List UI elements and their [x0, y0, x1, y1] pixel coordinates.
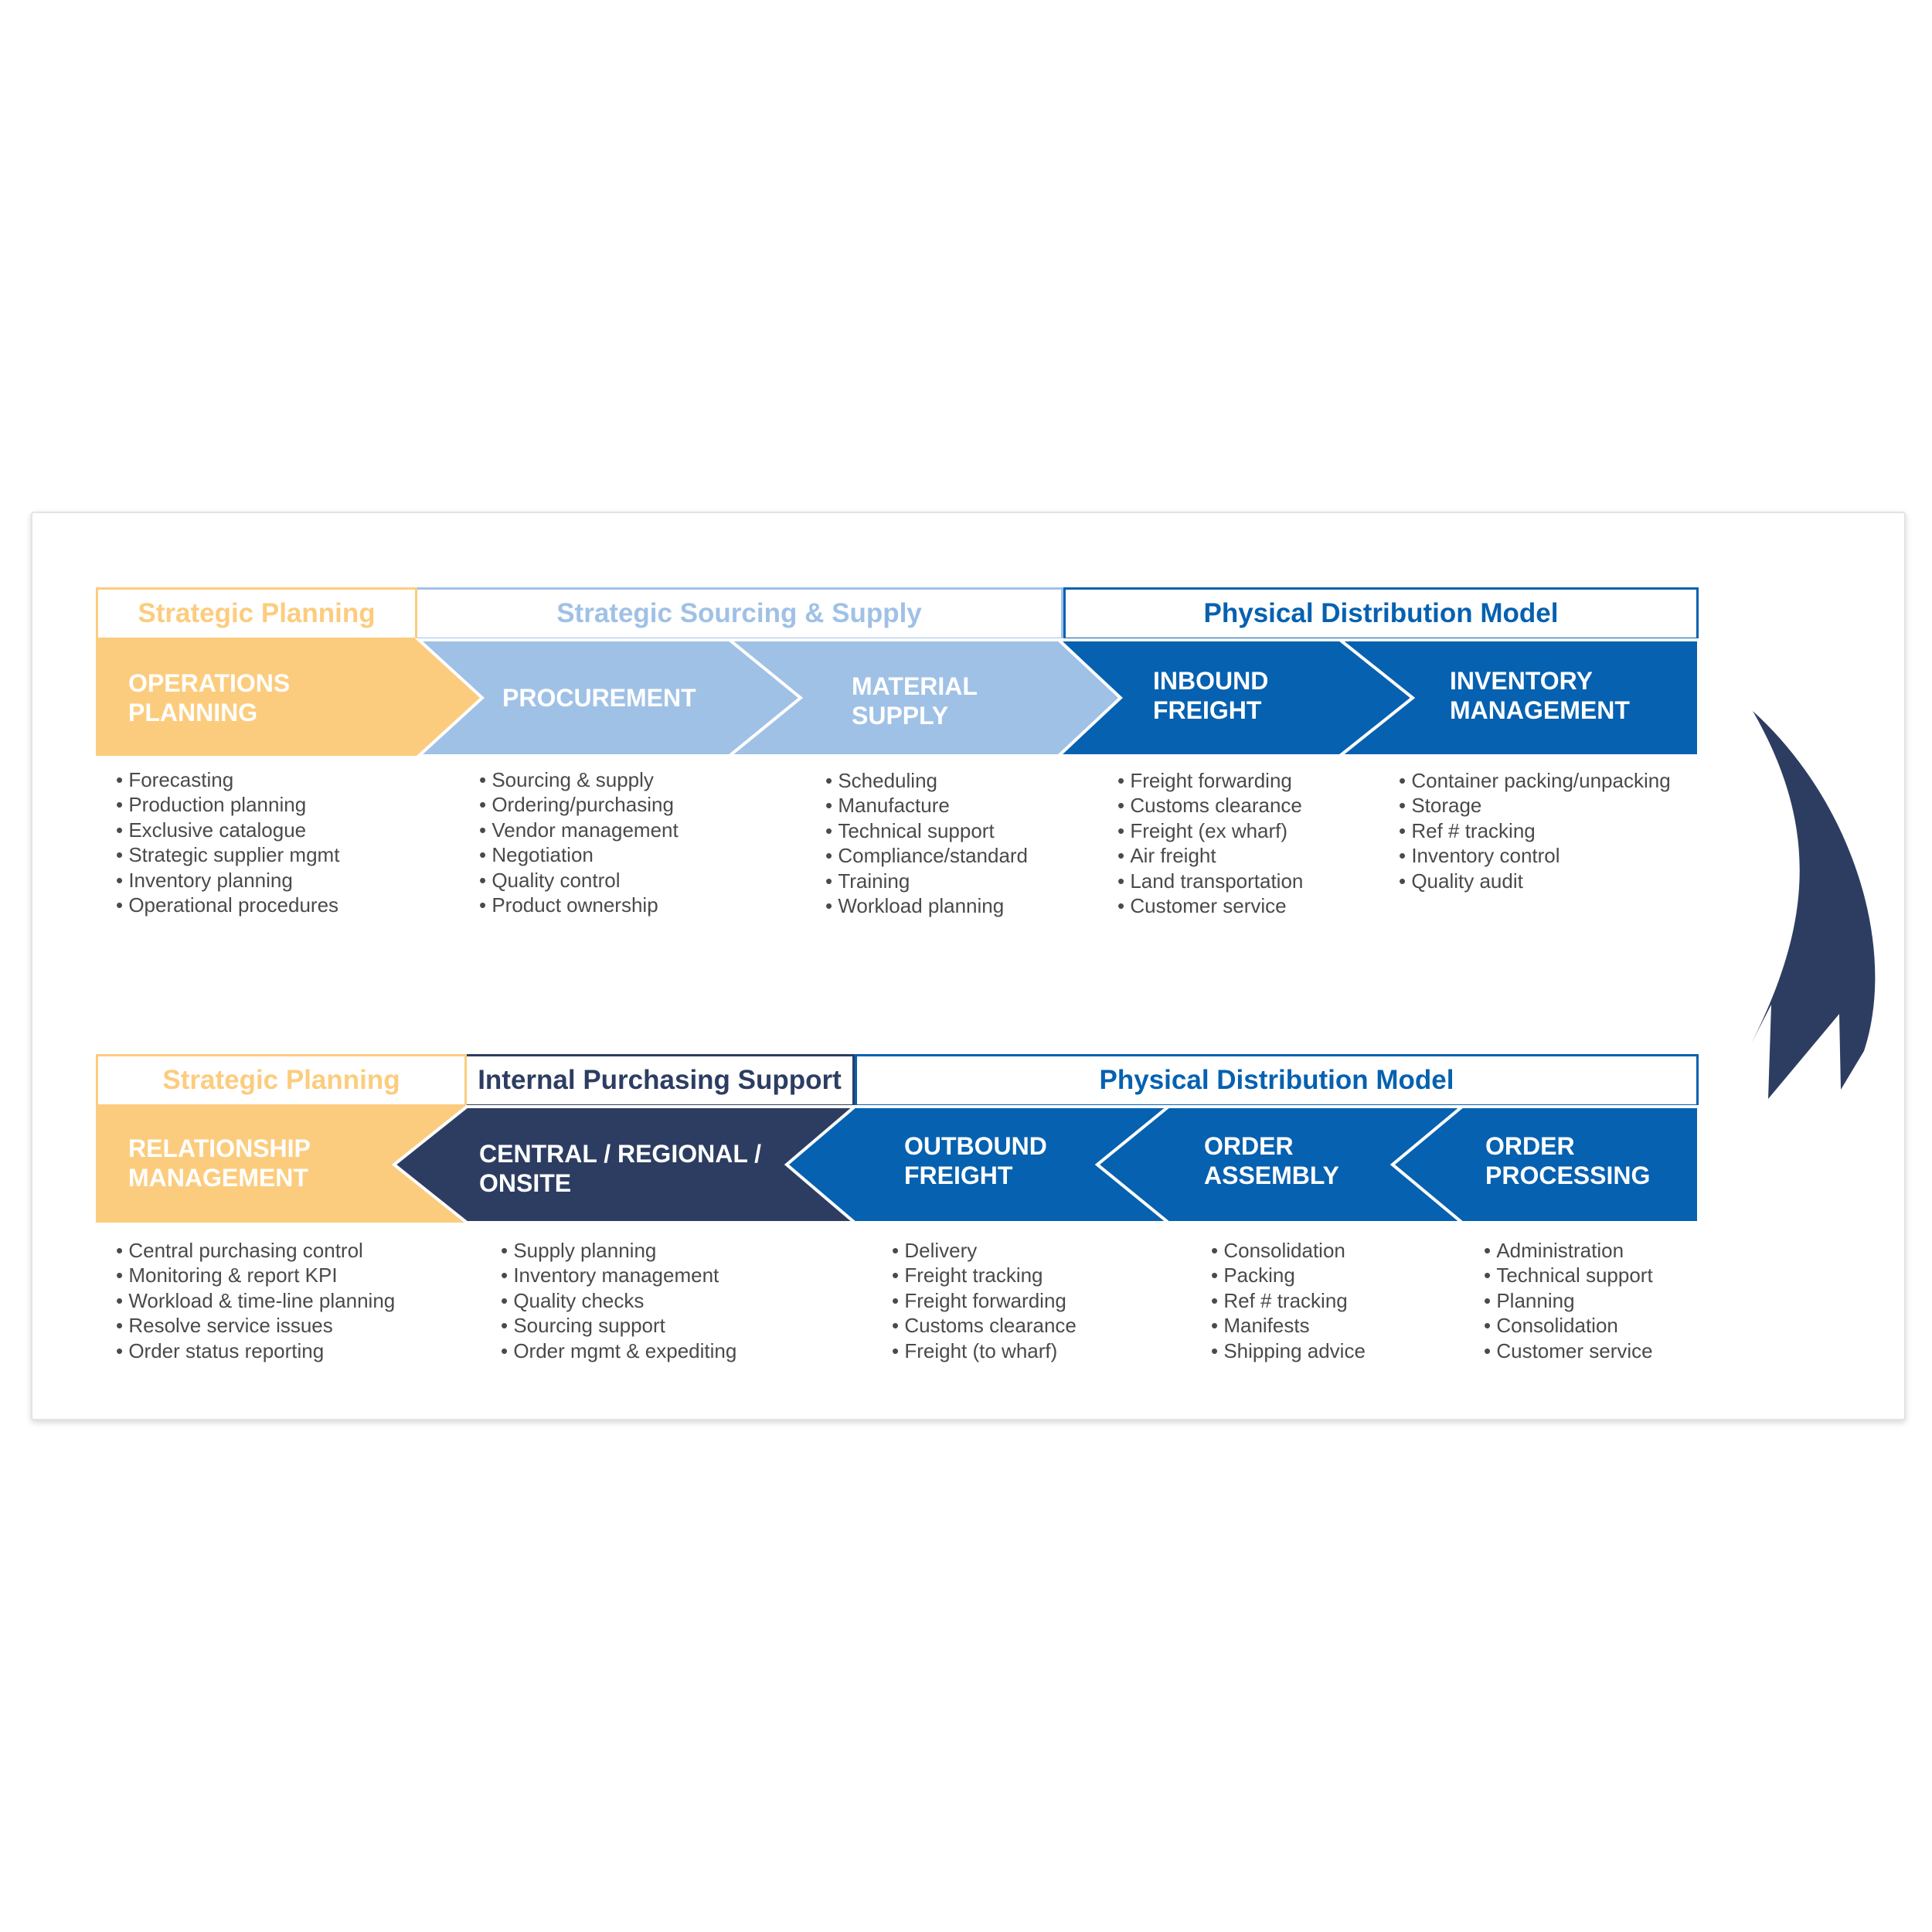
- stage-label-central-regional-onsite: CENTRAL / REGIONAL / ONSITE: [479, 1140, 762, 1197]
- list-item: Workload planning: [825, 893, 1028, 918]
- stage-label-inventory-management: INVENTORY MANAGEMENT: [1450, 667, 1630, 724]
- list-item: Ref # tracking: [1399, 818, 1671, 843]
- list-item: Training: [825, 869, 1028, 893]
- list-item: Strategic supplier mgmt: [116, 842, 339, 867]
- stage-inventory-management-shape: [1335, 638, 1700, 757]
- list-procurement: Sourcing & supply Ordering/purchasing Ve…: [479, 767, 679, 917]
- list-item: Workload & time-line planning: [116, 1288, 395, 1313]
- stage-label-relationship-management: RELATIONSHIP MANAGEMENT: [128, 1134, 311, 1192]
- list-item: Forecasting: [116, 767, 339, 792]
- list-item: Technical support: [1484, 1263, 1652, 1287]
- header-strategic-planning-bottom: Strategic Planning: [96, 1054, 467, 1107]
- header-internal-purchasing-support: Internal Purchasing Support: [467, 1054, 855, 1107]
- list-item: Sourcing support: [501, 1313, 736, 1338]
- list-item: Scheduling: [825, 768, 1028, 793]
- stage-operations-planning-shape: [96, 640, 481, 756]
- list-item: Air freight: [1117, 843, 1303, 868]
- list-item: Customer service: [1117, 893, 1303, 918]
- list-item: Quality audit: [1399, 869, 1671, 893]
- list-item: Consolidation: [1484, 1313, 1653, 1338]
- list-item: Manufacture: [825, 793, 1028, 818]
- header-strategic-sourcing-supply: Strategic Sourcing & Supply: [417, 587, 1063, 640]
- list-item: Supply planning: [501, 1238, 736, 1263]
- list-item: Manifests: [1211, 1313, 1366, 1338]
- list-inbound-freight: Freight forwarding Customs clearance Fre…: [1117, 768, 1303, 918]
- list-order-assembly: Consolidation Packing Ref # tracking Man…: [1211, 1238, 1366, 1363]
- list-item: Shipping advice: [1211, 1338, 1366, 1363]
- list-item: Vendor management: [479, 818, 678, 842]
- list-item: Inventory management: [501, 1263, 736, 1287]
- list-item: Sourcing & supply: [479, 767, 679, 792]
- list-item: Consolidation: [1211, 1238, 1366, 1263]
- list-outbound-freight: Delivery Freight tracking Freight forwar…: [892, 1238, 1077, 1363]
- list-item: Freight forwarding: [1117, 768, 1303, 793]
- list-item: Packing: [1211, 1263, 1366, 1287]
- list-item: Container packing/unpacking: [1399, 768, 1670, 793]
- stage-label-material-supply: MATERIAL SUPPLY: [852, 672, 978, 730]
- list-item: Customer service: [1484, 1338, 1653, 1363]
- list-inventory-management: Container packing/unpacking Storage Ref …: [1399, 768, 1671, 893]
- list-order-processing: Administration Technical support Plannin…: [1484, 1238, 1653, 1363]
- list-item: Order mgmt & expediting: [501, 1338, 736, 1363]
- list-item: Quality checks: [501, 1288, 736, 1313]
- list-central-regional-onsite: Supply planning Inventory management Qua…: [501, 1238, 736, 1363]
- curved-arrow-down-icon: [1745, 711, 1876, 1099]
- list-item: Customs clearance: [1117, 793, 1303, 818]
- list-relationship-management: Central purchasing control Monitoring & …: [116, 1238, 395, 1363]
- list-item: Central purchasing control: [116, 1238, 395, 1263]
- list-item: Land transportation: [1117, 869, 1303, 893]
- list-item: Delivery: [892, 1238, 1077, 1263]
- stage-relationship-management-shape: [96, 1107, 467, 1223]
- list-item: Freight (to wharf): [892, 1338, 1077, 1363]
- list-item: Compliance/standard: [825, 843, 1028, 868]
- list-item: Customs clearance: [892, 1313, 1077, 1338]
- list-item: Negotiation: [479, 842, 679, 867]
- stage-label-procurement: PROCUREMENT: [502, 684, 696, 712]
- stage-label-outbound-freight: OUTBOUND FREIGHT: [904, 1132, 1047, 1189]
- list-material-supply: Scheduling Manufacture Technical support…: [825, 768, 1028, 918]
- stage-label-inbound-freight: INBOUND FREIGHT: [1153, 667, 1269, 724]
- list-item: Ordering/purchasing: [479, 792, 679, 817]
- header-strategic-planning-top: Strategic Planning: [96, 587, 417, 640]
- list-item: Freight forwarding: [892, 1288, 1077, 1313]
- list-item: Storage: [1399, 793, 1671, 818]
- list-item: Planning: [1484, 1288, 1653, 1313]
- header-physical-distribution-top: Physical Distribution Model: [1063, 587, 1699, 640]
- list-item: Operational procedures: [116, 893, 339, 917]
- stage-label-order-assembly: ORDER ASSEMBLY: [1204, 1132, 1339, 1189]
- list-item: Quality control: [479, 868, 679, 893]
- list-item: Exclusive catalogue: [116, 818, 339, 842]
- list-item: Ref # tracking: [1211, 1288, 1366, 1313]
- list-item: Inventory planning: [116, 868, 339, 893]
- list-item: Resolve service issues: [116, 1313, 395, 1338]
- list-item: Freight tracking: [892, 1263, 1077, 1287]
- list-item: Order status reporting: [116, 1338, 395, 1363]
- header-physical-distribution-bottom: Physical Distribution Model: [855, 1054, 1699, 1107]
- list-item: Administration: [1484, 1238, 1653, 1263]
- list-item: Monitoring & report KPI: [116, 1263, 395, 1287]
- stage-label-operations-planning: OPERATIONS PLANNING: [128, 669, 291, 726]
- stage-order-processing-shape: [1389, 1105, 1700, 1224]
- list-item: Freight (ex wharf): [1117, 818, 1303, 843]
- stage-label-order-processing: ORDER PROCESSING: [1485, 1132, 1651, 1189]
- list-item: Technical support: [825, 818, 1028, 843]
- list-item: Production planning: [116, 792, 339, 817]
- list-item: Inventory control: [1399, 843, 1671, 868]
- list-operations-planning: Forecasting Production planning Exclusiv…: [116, 767, 339, 917]
- list-item: Product ownership: [479, 893, 679, 917]
